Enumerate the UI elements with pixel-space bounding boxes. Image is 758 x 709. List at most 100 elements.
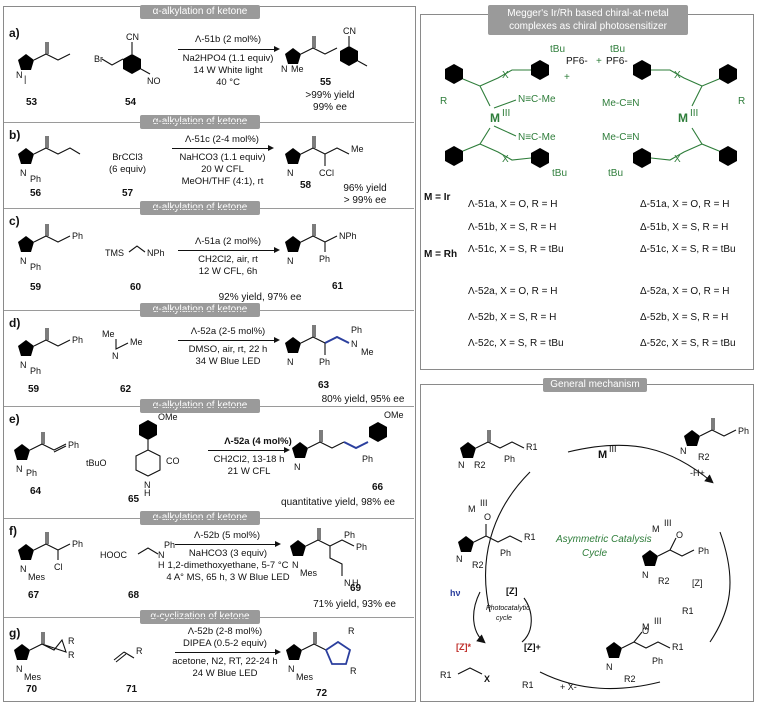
condition-line: DIPEA (0.5-2 equiv) — [183, 638, 267, 649]
svg-text:R2: R2 — [624, 674, 636, 684]
legend-delta-51b: Δ-51b, X = S, R = H — [640, 222, 729, 233]
svg-text:+: + — [596, 56, 602, 67]
condition-line: CH2Cl2, air, rt — [198, 254, 258, 265]
svg-text:Ph: Ph — [738, 426, 749, 436]
svg-text:R: R — [350, 666, 357, 676]
svg-text:Me: Me — [102, 329, 115, 339]
svg-text:N: N — [458, 460, 465, 470]
svg-text:O: O — [676, 530, 683, 540]
legend-lambda-52a: Λ-52a, X = O, R = H — [468, 286, 558, 297]
svg-text:Me: Me — [130, 337, 143, 347]
catalyst-header-line: Megger's Ir/Rh based chiral-at-metal — [507, 8, 669, 19]
svg-text:Me-C≡N: Me-C≡N — [602, 98, 640, 109]
conditions: NaHCO3 (3 equiv) 1,2-dimethoxyethane, 5-… — [158, 548, 298, 584]
conditions: CH2Cl2, air, rt 12 W CFL, 6h — [172, 254, 284, 278]
svg-text:Me: Me — [291, 64, 304, 74]
conditions: Λ-51c (2-4 mol%) — [172, 134, 272, 146]
svg-text:X: X — [674, 70, 681, 81]
compound-number: 64 — [30, 486, 42, 497]
svg-text:N: N — [292, 560, 299, 570]
condition-line: 21 W CFL — [227, 466, 271, 477]
result: 80% yield, 95% ee — [318, 394, 408, 406]
svg-text:Mes: Mes — [296, 672, 314, 682]
svg-text:N: N — [351, 339, 358, 349]
svg-text:III: III — [654, 616, 662, 626]
row-label-g: g) — [9, 626, 21, 640]
conditions: Λ-52a (2-5 mol%) — [178, 326, 278, 338]
svg-text:[Z]+: [Z]+ — [524, 642, 541, 652]
conditions: Λ-52b (2-8 mol%) DIPEA (0.5-2 equiv) — [172, 626, 278, 650]
condition-line: Λ-52a (4 mol%) — [224, 436, 292, 447]
svg-text:X: X — [674, 154, 681, 165]
svg-text:N: N — [20, 360, 27, 370]
svg-text:Ph: Ph — [319, 357, 330, 367]
row-label-a: a) — [9, 26, 20, 40]
svg-text:M: M — [490, 111, 500, 125]
condition-line: Na2HPO4 (1.1 equiv) — [182, 53, 274, 64]
catalyst-header-line: complexes as chiral photosensitizer — [509, 21, 667, 32]
result-line: 80% yield, 95% ee — [321, 394, 405, 405]
svg-text:N≡C-Me: N≡C-Me — [518, 132, 556, 143]
svg-text:+ X-: + X- — [560, 682, 577, 692]
compound-number: 67 — [28, 590, 40, 601]
svg-text:OMe: OMe — [158, 412, 178, 422]
svg-text:Ph: Ph — [72, 335, 83, 345]
svg-text:N: N — [20, 168, 27, 178]
conditions: CH2Cl2, 13-18 h 21 W CFL — [202, 454, 296, 478]
svg-text:III: III — [609, 444, 617, 454]
svg-text:R1: R1 — [440, 670, 452, 680]
catalyst-header: Megger's Ir/Rh based chiral-at-metal com… — [488, 5, 688, 35]
svg-text:TMS: TMS — [105, 248, 124, 258]
compound-number: 57 — [122, 188, 134, 199]
compound-number: 66 — [372, 482, 384, 493]
metal-ir-label: M = Ir — [424, 192, 451, 203]
header-a: α-alkylation of ketone — [140, 5, 260, 19]
conditions: Λ-52b (5 mol%) — [172, 530, 282, 542]
condition-line: NaHCO3 (1.1 equiv) — [179, 152, 266, 163]
svg-text:M: M — [642, 622, 650, 632]
svg-text:R: R — [738, 96, 745, 107]
svg-text:X: X — [484, 674, 490, 684]
separator — [4, 617, 414, 618]
svg-text:Mes: Mes — [300, 568, 318, 578]
row-label-c: c) — [9, 214, 20, 228]
reaction-arrow — [208, 447, 290, 453]
svg-text:OMe: OMe — [384, 410, 404, 420]
svg-text:N: N — [144, 480, 151, 490]
compound-number: 63 — [318, 380, 330, 391]
svg-text:N: N — [20, 256, 27, 266]
svg-text:CCl: CCl — [319, 168, 334, 178]
svg-text:M: M — [678, 111, 688, 125]
condition-line: DMSO, air, rt, 22 h — [188, 344, 268, 355]
svg-text:Ph: Ph — [68, 440, 79, 450]
svg-text:Ph: Ph — [30, 366, 41, 376]
condition-line: acetone, N2, RT, 22-24 h — [172, 656, 278, 667]
condition-line: Λ-51c (2-4 mol%) — [185, 134, 259, 145]
compound-number: 71 — [126, 684, 138, 695]
reagent-equiv: (6 equiv) — [109, 164, 146, 175]
metal-rh-label: M = Rh — [424, 249, 458, 260]
svg-text:Ph: Ph — [504, 454, 515, 464]
svg-text:Ph: Ph — [30, 262, 41, 272]
svg-text:Ph: Ph — [72, 231, 83, 241]
compound-number: 58 — [300, 180, 312, 191]
result-line: quantitative yield, 98% ee — [281, 497, 395, 508]
compound-number: 53 — [26, 97, 38, 108]
molecule-71: R — [113, 646, 143, 663]
svg-text:R: R — [68, 636, 75, 646]
svg-text:NPh: NPh — [339, 231, 357, 241]
svg-text:R2: R2 — [658, 576, 670, 586]
legend-lambda-52b: Λ-52b, X = S, R = H — [468, 312, 557, 323]
separator — [4, 122, 414, 123]
result-line: 99% ee — [313, 102, 347, 113]
condition-line: 4 A° MS, 65 h, 3 W Blue LED — [166, 572, 290, 583]
svg-text:CN: CN — [343, 26, 356, 36]
svg-text:CO: CO — [166, 456, 180, 466]
